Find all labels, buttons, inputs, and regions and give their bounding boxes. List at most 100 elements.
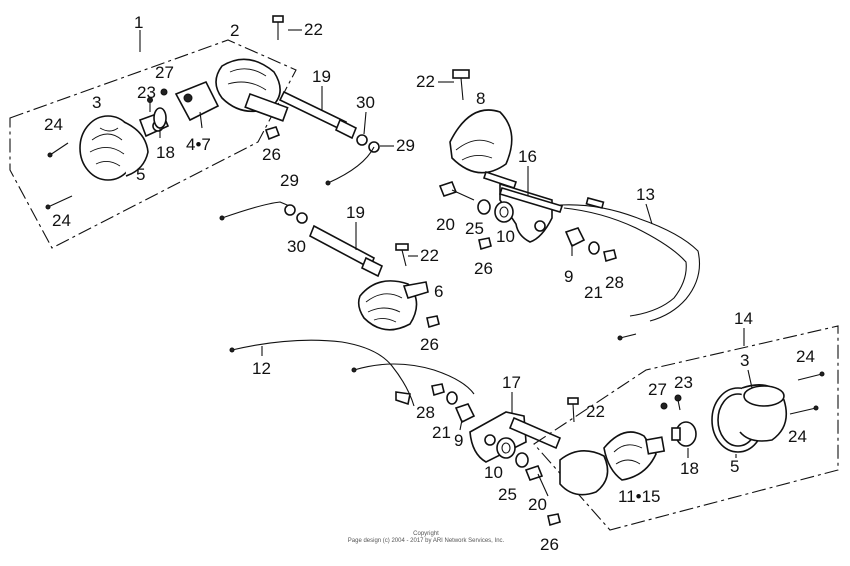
callout-10-center: 10: [496, 227, 515, 246]
signal-6: [357, 280, 429, 331]
callout-1: 1: [134, 13, 143, 32]
callout-3-left: 3: [92, 93, 101, 112]
bolt-22-lower: [567, 397, 579, 423]
stay-16: [498, 182, 564, 243]
plate-4-7-left: [174, 80, 220, 129]
pin-24-upper-right: [797, 371, 825, 381]
callout-30-upper: 30: [356, 93, 375, 112]
callout-11-15: 11•15: [618, 487, 661, 506]
washer-21-lower: [446, 391, 458, 405]
lens-3-left: [79, 115, 149, 181]
callout-25-lower: 25: [498, 485, 517, 504]
callout-20-center: 20: [436, 215, 455, 234]
callout-19-lower: 19: [346, 203, 365, 222]
callout-5-right: 5: [730, 457, 739, 476]
callout-18-right: 18: [680, 459, 699, 478]
callout-26-center: 26: [474, 259, 493, 278]
washer-21-center: [588, 241, 600, 255]
callout-27-right: 27: [648, 380, 667, 399]
callout-9-center: 9: [564, 267, 573, 286]
callout-20-lower: 20: [528, 495, 547, 514]
washer-25-center: [477, 199, 491, 215]
bolt-20-center: [438, 181, 475, 201]
grommet-10-center: [494, 201, 514, 223]
callout-26-upper: 26: [262, 145, 281, 164]
leader-3-right: [747, 369, 753, 389]
bulb-18-left: [153, 107, 167, 138]
washer-25-lower: [515, 452, 529, 468]
grommet-10-lower: [496, 437, 516, 459]
washer-27-left: [160, 88, 168, 96]
callout-17: 17: [502, 373, 521, 392]
callout-22-middle: 22: [420, 246, 439, 265]
callout-24-lower-left: 24: [52, 211, 71, 230]
callout-5-left: 5: [136, 165, 145, 184]
lens-3-right: [739, 384, 788, 442]
group-14-boundary: [533, 325, 839, 531]
callout-8: 8: [476, 89, 485, 108]
clip-9-lower: [454, 403, 476, 431]
callout-22-lower: 22: [586, 402, 605, 421]
callout-9-lower: 9: [454, 431, 463, 450]
callout-21-lower: 21: [432, 423, 451, 442]
bolt-22-top: [272, 15, 284, 40]
callout-16: 16: [518, 147, 537, 166]
nut-26-lower-mid: [426, 315, 440, 329]
callout-26-bottom: 26: [540, 535, 559, 554]
copyright-line-2: Page design (c) 2004 - 2017 by ARI Netwo…: [348, 538, 505, 544]
bolt-22-middle: [395, 243, 409, 267]
clip-9-center: [564, 227, 586, 256]
callout-22-center: 22: [416, 72, 435, 91]
callout-14: 14: [734, 309, 753, 328]
nut-28-lower: [431, 383, 445, 397]
callout-28-center: 28: [605, 273, 624, 292]
stay-17: [469, 411, 562, 463]
pin-24-upper-left: [47, 142, 69, 158]
stay-19-upper: [278, 90, 380, 186]
nut-28-center: [603, 249, 617, 263]
leader-30-upper: [363, 111, 367, 135]
callout-18-left: 18: [156, 143, 175, 162]
nut-26-bottom: [547, 513, 561, 527]
housing-11-15: [559, 431, 666, 496]
callout-26-lower-mid: 26: [420, 335, 439, 354]
callout-29-lower: 29: [280, 171, 299, 190]
callout-12: 12: [252, 359, 271, 378]
callout-30-lower: 30: [287, 237, 306, 256]
callout-13: 13: [636, 185, 655, 204]
callout-24-lower-right: 24: [788, 427, 807, 446]
pin-24-lower-left: [45, 195, 73, 210]
callout-19-upper: 19: [312, 67, 331, 86]
housing-2-left: [215, 58, 289, 122]
stay-19-lower: [308, 224, 384, 278]
signal-8: [449, 109, 518, 190]
callout-22-top: 22: [304, 20, 323, 39]
screw-27-right: [660, 402, 668, 410]
screw-23-left: [147, 97, 153, 112]
callout-6: 6: [434, 282, 443, 301]
callout-3-right: 3: [740, 351, 749, 370]
harness-12: [229, 339, 475, 407]
copyright-line-1: Copyright: [413, 531, 439, 537]
callout-24-upper-right: 24: [796, 347, 815, 366]
bulb-18-right: [671, 421, 697, 447]
pin-24-lower-right: [789, 405, 819, 415]
washer-30-lower: [296, 212, 308, 224]
nut-26-center: [478, 237, 492, 251]
callout-2: 2: [230, 21, 239, 40]
nut-26-upper: [264, 126, 281, 141]
callout-27-left: 27: [155, 63, 174, 82]
cable-29-lower: [219, 201, 296, 221]
callout-25-center: 25: [465, 219, 484, 238]
callout-23-right: 23: [674, 373, 693, 392]
callout-21-center: 21: [584, 283, 603, 302]
bolt-20-lower: [524, 465, 549, 497]
callout-4-7: 4•7: [186, 135, 211, 154]
callout-23-left: 23: [137, 83, 156, 102]
group-1-boundary: [9, 39, 297, 249]
leader-13: [645, 203, 653, 225]
callout-28-lower: 28: [416, 403, 435, 422]
callout-24-upper-left: 24: [44, 115, 63, 134]
screw-23-right: [674, 394, 682, 411]
